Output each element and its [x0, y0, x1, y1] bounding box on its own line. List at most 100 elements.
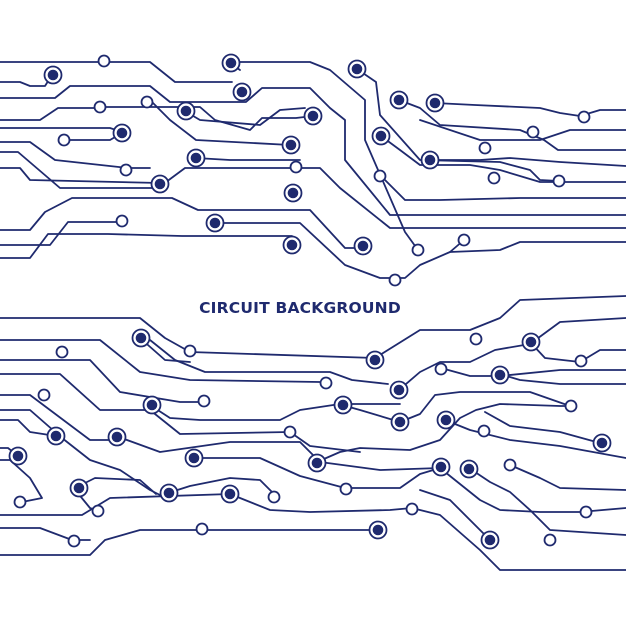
circuit-node-hollow [552, 174, 566, 188]
circuit-trace [341, 391, 571, 423]
circuit-trace [229, 61, 419, 251]
circuit-trace [509, 464, 626, 491]
circuit-trace [398, 317, 626, 391]
circuit-node-pad [221, 53, 241, 73]
circuit-node-pad [431, 457, 451, 477]
circuit-node-pad [281, 135, 301, 155]
circuit-trace [0, 459, 43, 503]
circuit-node-pad [150, 174, 170, 194]
circuit-node-pad [43, 65, 63, 85]
circuit-node-pad [8, 446, 28, 466]
circuit-node-hollow [574, 354, 588, 368]
circuit-node-pad [480, 530, 500, 550]
circuit-trace [398, 99, 626, 151]
circuit-node-pad [389, 380, 409, 400]
circuit-trace [380, 135, 626, 183]
circuit-node-hollow [55, 345, 69, 359]
circuit-node-hollow [115, 214, 129, 228]
circuit-trace [0, 127, 123, 133]
circuit-node-pad [307, 453, 327, 473]
circuit-node-hollow [434, 362, 448, 376]
circuit-trace [374, 295, 626, 359]
circuit-node-pad [389, 90, 409, 110]
circuit-trace [167, 477, 276, 496]
circuit-trace [484, 411, 601, 444]
circuit-node-hollow [283, 425, 297, 439]
circuit-node-pad [46, 426, 66, 446]
circuit-node-hollow [469, 332, 483, 346]
circuit-node-pad [347, 59, 367, 79]
page-title: CIRCUIT BACKGROUND [199, 299, 401, 317]
circuit-node-pad [365, 350, 385, 370]
circuit-trace [444, 419, 626, 459]
circuit-trace [499, 373, 626, 385]
circuit-trace [356, 68, 560, 182]
circuit-node-hollow [526, 125, 540, 139]
circuit-node-hollow [183, 344, 197, 358]
circuit-trace [380, 175, 626, 201]
circuit-node-hollow [57, 133, 71, 147]
circuit-node-hollow [67, 534, 81, 548]
circuit-node-pad [420, 150, 440, 170]
circuit-node-hollow [289, 160, 303, 174]
circuit-trace [0, 339, 327, 384]
circuit-trace [99, 106, 314, 131]
circuit-trace [0, 529, 379, 556]
circuit-trace [0, 141, 151, 169]
circuit-node-pad [220, 484, 240, 504]
circuit-node-hollow [577, 110, 591, 124]
circuit-trace [0, 493, 231, 516]
circuit-node-hollow [319, 376, 333, 390]
circuit-node-pad [282, 235, 302, 255]
circuit-node-hollow [197, 394, 211, 408]
circuit-trace [149, 403, 401, 421]
circuit-node-pad [184, 448, 204, 468]
circuit-node-pad [112, 123, 132, 143]
circuit-node-pad [186, 148, 206, 168]
circuit-node-pad [232, 82, 252, 102]
circuit-node-hollow [339, 482, 353, 496]
circuit-node-pad [353, 236, 373, 256]
circuit-trace [0, 151, 626, 229]
circuit-trace [440, 367, 626, 377]
circuit-trace [0, 167, 161, 184]
circuit-node-pad [371, 126, 391, 146]
circuit-trace [139, 337, 191, 363]
circuit-node-hollow [97, 54, 111, 68]
circuit-node-hollow [543, 533, 557, 547]
circuit-trace [0, 527, 91, 541]
circuit-node-hollow [478, 141, 492, 155]
circuit-node-hollow [119, 163, 133, 177]
circuit-trace [429, 157, 626, 167]
circuit-node-pad [159, 483, 179, 503]
circuit-trace [0, 107, 101, 121]
circuit-trace [0, 317, 376, 359]
circuit-node-hollow [267, 490, 281, 504]
circuit-node-pad [303, 106, 323, 126]
circuit-node-hollow [195, 522, 209, 536]
circuit-trace [115, 435, 441, 471]
circuit-node-hollow [373, 169, 387, 183]
circuit-trace [0, 197, 363, 249]
circuit-node-pad [436, 410, 456, 430]
circuit-trace [419, 119, 626, 141]
circuit-node-hollow [579, 505, 593, 519]
circuit-node-hollow [457, 233, 471, 247]
circuit-trace [0, 373, 291, 435]
circuit-node-hollow [37, 388, 51, 402]
circuit-trace [0, 359, 206, 403]
circuit-node-hollow [477, 424, 491, 438]
circuit-node-pad [107, 427, 127, 447]
circuit-node-hollow [411, 243, 425, 257]
circuit-node-pad [333, 395, 353, 415]
circuit-node-hollow [487, 171, 501, 185]
circuit-node-pad [459, 459, 479, 479]
circuit-trace [419, 489, 491, 541]
circuit-node-pad [592, 433, 612, 453]
circuit-node-hollow [564, 399, 578, 413]
circuit-node-hollow [93, 100, 107, 114]
circuit-trace [149, 99, 291, 146]
circuit-node-pad [131, 328, 151, 348]
